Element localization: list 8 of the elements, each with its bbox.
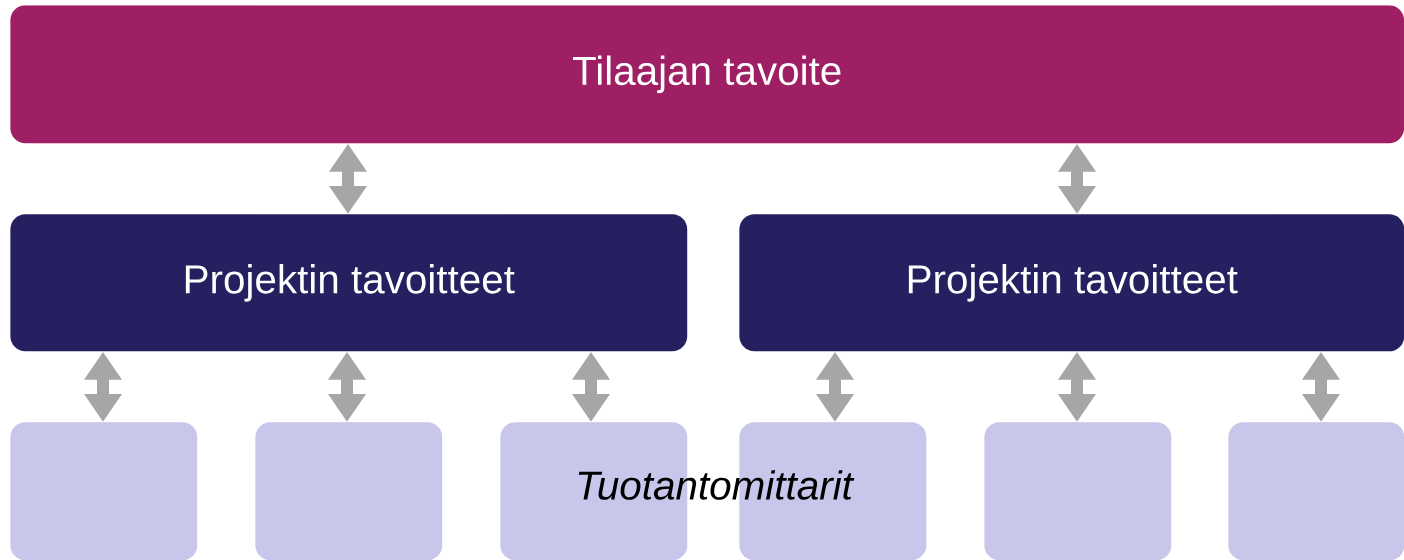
metric-box (984, 422, 1172, 560)
metric-box (1228, 422, 1404, 560)
objective-box: Projektin tavoitteet (739, 214, 1404, 352)
objective-box: Projektin tavoitteet (10, 214, 688, 352)
goal-banner: Tilaajan tavoite (10, 5, 1404, 144)
metric-box (10, 422, 198, 560)
metric-label: Tuotantomittarit (578, 470, 855, 500)
metric-box (255, 422, 443, 560)
